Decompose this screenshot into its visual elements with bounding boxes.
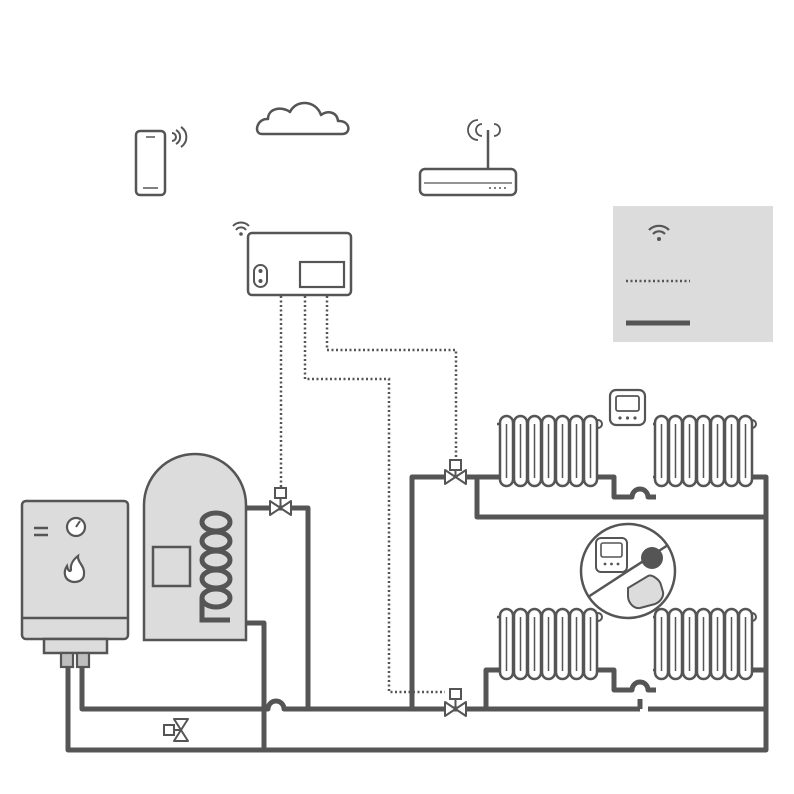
radiator-icon [497, 416, 602, 486]
router-icon [420, 120, 516, 195]
cloud-icon [257, 103, 348, 134]
gauge-icon [67, 518, 85, 536]
smartphone-icon [136, 127, 186, 195]
radiator-icon [653, 416, 756, 486]
motorized-valve-icon [445, 460, 466, 484]
radiator-icon [653, 609, 756, 679]
bypass-valve-icon [164, 719, 188, 741]
radiator-icon [497, 609, 602, 679]
controller-icon [233, 223, 351, 295]
legend-panel [613, 206, 773, 342]
boiler-icon [22, 501, 128, 667]
room-thermostat-icon [610, 390, 645, 425]
zoom-callout-icon [581, 524, 675, 618]
motorized-valve-icon [445, 689, 466, 716]
hot-water-tank-icon [144, 454, 246, 640]
motorized-valve-icon [270, 488, 291, 515]
